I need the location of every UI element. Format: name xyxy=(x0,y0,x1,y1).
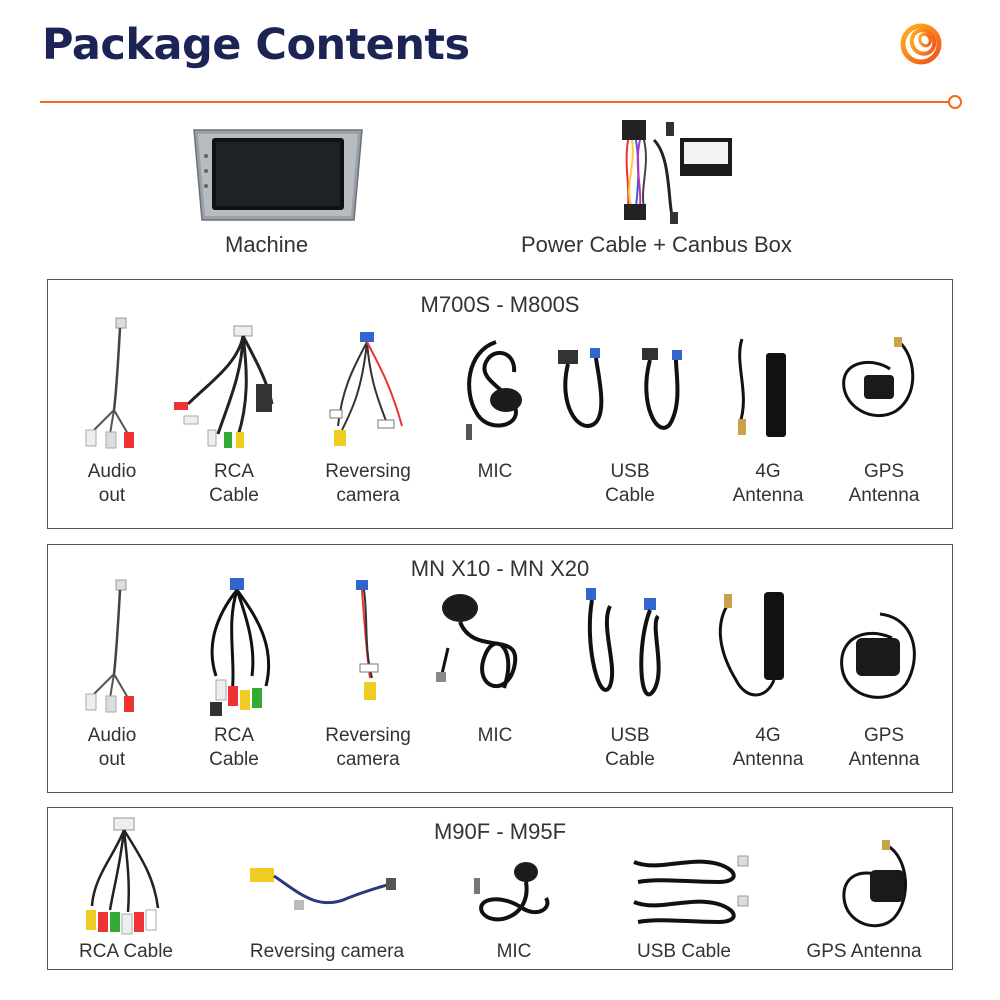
usb-cable-image xyxy=(586,588,661,697)
page-title: Package Contents xyxy=(42,20,470,70)
header-divider xyxy=(40,101,952,103)
item-label-audio-out: Audio out xyxy=(87,461,137,506)
item-label-usb-cable: USB Cable xyxy=(605,725,655,770)
power-cable-canbus-image xyxy=(622,120,732,224)
item-label-mic: MIC xyxy=(477,725,513,746)
item-label-gps-antenna: GPS Antenna xyxy=(806,941,922,962)
mic-image xyxy=(466,340,522,440)
item-label-rca-cable: RCA Cable xyxy=(209,461,259,506)
usb-cable-image xyxy=(558,348,682,430)
gps-antenna-image xyxy=(842,337,915,418)
machine-head-unit-image xyxy=(193,129,363,221)
brand-logo-icon xyxy=(900,23,942,65)
4g-antenna-image xyxy=(738,338,786,437)
divider-end-dot xyxy=(948,95,962,109)
gps-antenna-image xyxy=(840,612,916,699)
section-title: M700S - M800S xyxy=(420,292,580,317)
item-label-reversing-camera: Reversing camera xyxy=(325,461,411,506)
reversing-camera-cable-image xyxy=(356,580,379,700)
mic-image xyxy=(436,594,518,689)
item-label-usb-cable: USB Cable xyxy=(605,461,655,506)
reversing-camera-cable-image xyxy=(250,868,396,910)
item-label-4g-antenna: 4G Antenna xyxy=(732,461,804,506)
section-title: M90F - M95F xyxy=(433,819,567,844)
section-m90f-m95f: M90F - M95F xyxy=(47,807,953,970)
section-mnx10-mnx20: MN X10 - MN X20 xyxy=(47,544,953,793)
power-canbus-label: Power Cable + Canbus Box xyxy=(521,232,792,257)
rca-cable-image xyxy=(86,817,160,935)
usb-cable-image xyxy=(633,855,749,925)
mic-image xyxy=(474,862,550,922)
reversing-camera-cable-image xyxy=(329,332,403,446)
item-label-gps-antenna: GPS Antenna xyxy=(848,725,920,770)
section-m700s-m800s: M700S - M800S xyxy=(47,279,953,529)
audio-out-cable-image xyxy=(85,579,134,713)
item-label-rca-cable: RCA Cable xyxy=(209,725,259,770)
item-label-gps-antenna: GPS Antenna xyxy=(848,461,920,506)
machine-label: Machine xyxy=(225,232,309,257)
item-label-reversing-camera: Reversing camera xyxy=(325,725,411,770)
item-label-rca-cable: RCA Cable xyxy=(79,941,173,962)
item-label-reversing-camera: Reversing camera xyxy=(249,941,405,962)
item-label-4g-antenna: 4G Antenna xyxy=(732,725,804,770)
rca-cable-image xyxy=(210,578,271,716)
audio-out-cable-image xyxy=(85,317,134,449)
item-label-audio-out: Audio out xyxy=(87,725,137,770)
item-label-mic: MIC xyxy=(496,941,532,962)
gps-antenna-image xyxy=(842,840,907,928)
item-label-usb-cable: USB Cable xyxy=(637,941,731,962)
4g-antenna-image xyxy=(718,592,784,697)
rca-cable-image xyxy=(174,325,274,448)
item-label-mic: MIC xyxy=(477,461,513,482)
section-title: MN X10 - MN X20 xyxy=(410,556,590,581)
